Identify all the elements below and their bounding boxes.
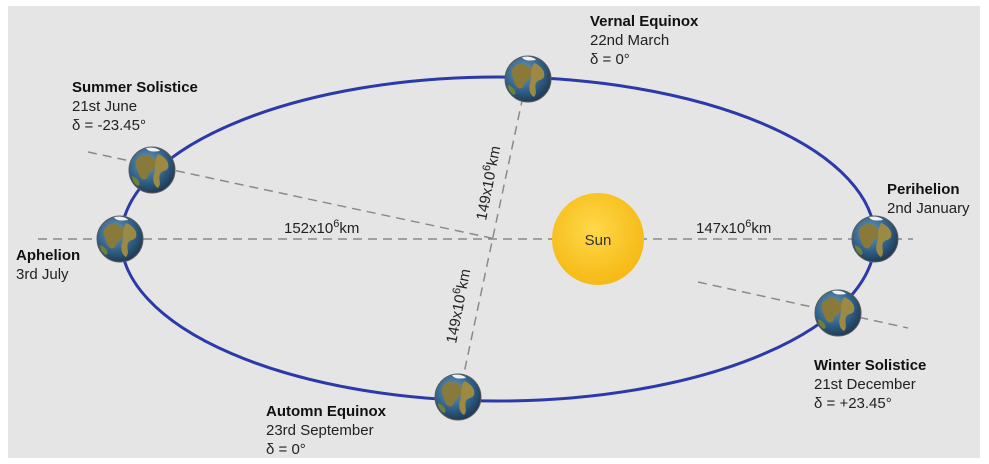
diagram-panel: Sun 152x106km 147x106km 149x106km 149x10… bbox=[8, 6, 980, 458]
autumn-decl: δ = 0° bbox=[266, 441, 306, 458]
label-aphelion: Aphelion 3rd July bbox=[16, 246, 80, 284]
distance-aphelion: 152x106km bbox=[284, 218, 359, 237]
aphelion-date: 3rd July bbox=[16, 266, 69, 283]
summer-title: Summer Solistice bbox=[72, 79, 198, 96]
solstice-line-lower bbox=[697, 281, 909, 329]
winter-title: Winter Solistice bbox=[814, 357, 927, 374]
aphelion-title: Aphelion bbox=[16, 247, 81, 264]
equinox-line bbox=[459, 81, 527, 393]
vernal-title: Vernal Equinox bbox=[590, 13, 699, 30]
summer-date: 21st June bbox=[72, 98, 138, 115]
distance-lower: 149x106km bbox=[441, 267, 474, 345]
label-summer: Summer Solistice 21st June δ = -23.45° bbox=[72, 78, 198, 135]
label-perihelion: Perihelion 2nd January bbox=[887, 180, 970, 218]
summer-decl: δ = -23.45° bbox=[72, 117, 146, 134]
perihelion-date: 2nd January bbox=[887, 200, 970, 217]
vernal-date: 22nd March bbox=[590, 32, 670, 49]
earth-winter-icon bbox=[814, 289, 862, 337]
earth-vernal-icon bbox=[504, 55, 552, 103]
autumn-date: 23rd September bbox=[266, 422, 374, 439]
winter-decl: δ = +23.45° bbox=[814, 395, 892, 412]
label-vernal: Vernal Equinox 22nd March δ = 0° bbox=[590, 12, 698, 69]
distance-upper: 149x106km bbox=[471, 144, 504, 222]
sun: Sun bbox=[552, 193, 644, 285]
perihelion-title: Perihelion bbox=[887, 181, 960, 198]
earth-aphelion-icon bbox=[96, 215, 144, 263]
sun-label: Sun bbox=[585, 232, 612, 249]
orbit-diagram: Sun 152x106km 147x106km 149x106km 149x10… bbox=[38, 55, 913, 421]
solstice-line-upper bbox=[87, 151, 497, 240]
earth-autumn-icon bbox=[434, 373, 482, 421]
vernal-decl: δ = 0° bbox=[590, 51, 630, 68]
earth-summer-icon bbox=[128, 146, 176, 194]
label-autumn: Automn Equinox 23rd September δ = 0° bbox=[266, 402, 386, 459]
earth-perihelion-icon bbox=[851, 215, 899, 263]
distance-perihelion: 147x106km bbox=[696, 218, 771, 237]
label-winter: Winter Solistice 21st December δ = +23.4… bbox=[814, 356, 926, 413]
winter-date: 21st December bbox=[814, 376, 916, 393]
autumn-title: Automn Equinox bbox=[266, 403, 386, 420]
